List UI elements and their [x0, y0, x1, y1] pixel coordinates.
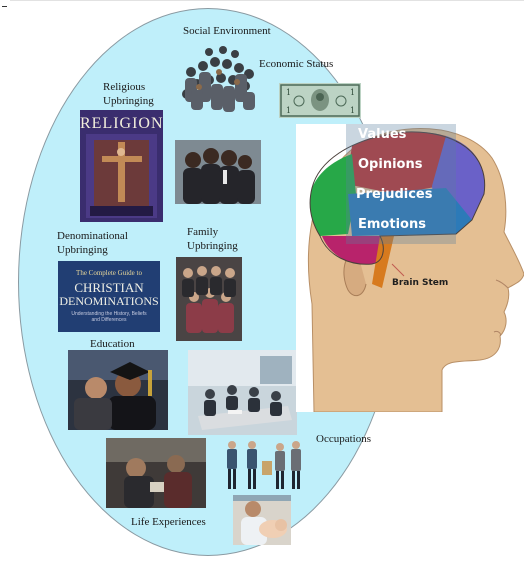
svg-text:1: 1: [286, 106, 291, 115]
label-life-experiences: Life Experiences: [131, 516, 206, 528]
head-brain-illustration: Values Opinions Prejudices Emotions Brai…: [296, 124, 524, 412]
religion-title: RELIGION: [80, 115, 163, 132]
label-family-line1: Family: [187, 226, 219, 238]
book-title-denominations: DENOMINATIONS: [59, 294, 159, 308]
occupations-photo: [222, 437, 306, 493]
family-photo: [176, 257, 242, 341]
label-prejudices: Prejudices: [356, 187, 433, 202]
office-meeting-photo: [188, 350, 297, 435]
life-experiences-photo: [106, 438, 206, 508]
label-social-environment: Social Environment: [183, 25, 271, 37]
label-religious-line2: Upbringing: [103, 95, 154, 107]
label-economic-status: Economic Status: [259, 58, 334, 70]
svg-text:1: 1: [350, 106, 355, 115]
head-brain-svg: [296, 124, 524, 412]
dollar-bill-image: 1 1 1 1: [279, 83, 361, 118]
label-denominational-line1: Denominational: [57, 230, 128, 242]
book-title-christian: CHRISTIAN: [74, 280, 144, 295]
label-family-line2: Upbringing: [187, 240, 238, 252]
religion-book-cover: RELIGION: [80, 110, 163, 222]
crowd-photo: [179, 42, 259, 114]
label-occupations: Occupations: [316, 433, 371, 445]
label-education: Education: [90, 338, 135, 350]
svg-text:1: 1: [286, 88, 291, 97]
label-brain-stem: Brain Stem: [392, 278, 449, 288]
label-denominational-line2: Upbringing: [57, 244, 108, 256]
caregiver-photo: [233, 495, 291, 545]
graduation-photo: [68, 350, 168, 430]
label-emotions: Emotions: [358, 217, 426, 232]
book-tagline: Understanding the History, Beliefs and D…: [71, 311, 147, 323]
label-religious-line1: Religious: [103, 81, 146, 93]
christian-denominations-book: The Complete Guide to CHRISTIAN DENOMINA…: [58, 261, 160, 332]
book-subtitle-line: The Complete Guide to: [76, 269, 142, 277]
group-photo: [175, 140, 261, 204]
svg-text:1: 1: [350, 88, 355, 97]
corner-mark: [2, 0, 7, 7]
top-border: [10, 0, 524, 1]
label-values: Values: [358, 127, 407, 142]
label-opinions: Opinions: [358, 157, 423, 172]
